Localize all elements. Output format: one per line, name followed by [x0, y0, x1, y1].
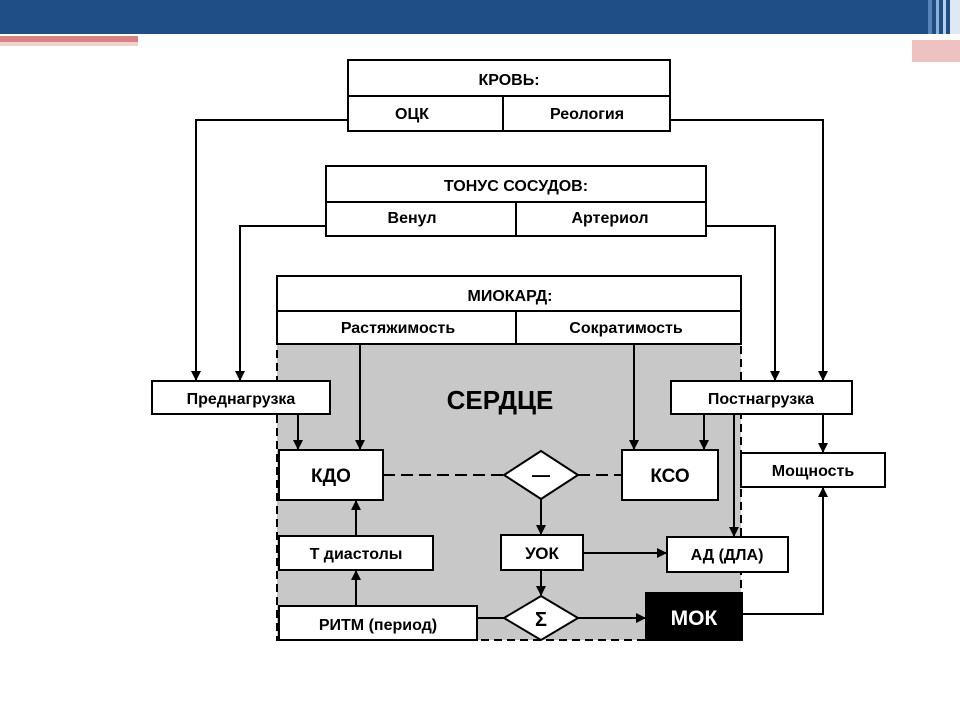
header-stripe [950, 0, 960, 34]
myocardium-box: МИОКАРД: Растяжимость Сократимость [276, 275, 742, 345]
esv-box: КСО [621, 449, 719, 501]
afterload-label: Постнагрузка [708, 391, 814, 408]
sum-node: Σ [502, 594, 580, 642]
edv-label: КДО [311, 466, 351, 487]
subtract-node: — [502, 449, 580, 501]
header-stripe [943, 0, 946, 34]
minus-symbol: — [532, 465, 550, 485]
cardiac-output-box: МОК [645, 592, 743, 641]
diastole-time-box: Т диастолы [278, 535, 434, 571]
blood-title: КРОВЬ: [478, 72, 539, 89]
edv-box: КДО [278, 449, 384, 501]
vessel-tone-box: ТОНУС СОСУДОВ: Венул Артериол [325, 165, 707, 237]
corner-decoration [912, 40, 960, 62]
arrow-arterioles-to-afterload [706, 225, 780, 381]
venules-label: Венул [388, 210, 437, 227]
arterioles-label: Артериол [572, 210, 649, 227]
header-accent-line [0, 36, 138, 42]
cardiac-output-label: МОК [671, 607, 718, 630]
blood-pressure-label: АД (ДЛА) [691, 547, 764, 564]
arrow-venules-to-preload [235, 225, 326, 381]
header-accent-line-light [0, 42, 138, 46]
arrow-cardiac-output-to-power [742, 487, 828, 615]
header-stripe [928, 0, 932, 34]
power-label: Мощность [772, 463, 855, 480]
sigma-symbol: Σ [535, 609, 547, 631]
stroke-volume-label: УОК [525, 544, 559, 563]
slide-header-bar [0, 0, 960, 34]
arrow-blood-to-afterload [670, 119, 828, 381]
afterload-box: Постнагрузка [670, 380, 853, 415]
blood-volume-label: ОЦК [395, 106, 429, 123]
myocardium-title: МИОКАРД: [468, 288, 553, 305]
power-box: Мощность [740, 452, 886, 488]
contractility-label: Сократимость [569, 320, 683, 337]
blood-rheology-label: Реология [550, 106, 624, 123]
heart-label: СЕРДЦЕ [447, 385, 554, 415]
header-stripe [936, 0, 939, 34]
vessel-tone-title: ТОНУС СОСУДОВ: [444, 178, 588, 195]
blood-pressure-box: АД (ДЛА) [666, 536, 789, 573]
rhythm-label: РИТМ (период) [319, 617, 437, 634]
esv-label: КСО [650, 466, 689, 487]
blood-box: КРОВЬ: ОЦК Реология [347, 59, 671, 132]
diastole-time-label: Т диастолы [310, 546, 403, 563]
rhythm-box: РИТМ (период) [278, 605, 478, 641]
distensibility-label: Растяжимость [341, 320, 456, 337]
stroke-volume-box: УОК [500, 534, 584, 571]
preload-label: Преднагрузка [187, 391, 296, 408]
arrow-blood-to-preload [191, 119, 348, 381]
preload-box: Преднагрузка [151, 380, 331, 415]
